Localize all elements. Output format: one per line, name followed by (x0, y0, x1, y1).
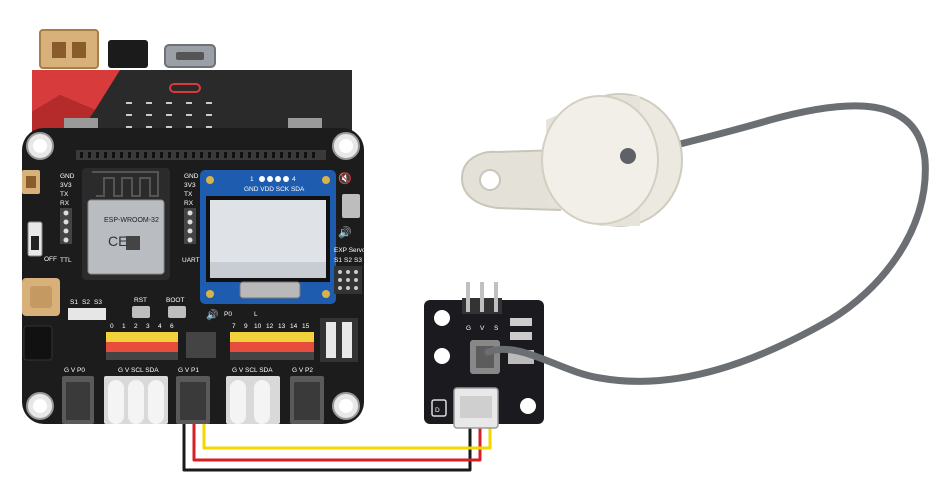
servo-header (334, 266, 362, 294)
pin-number: 4 (158, 323, 162, 330)
oled-pin-number: 4 (292, 176, 296, 183)
wire-power (192, 424, 482, 462)
left-header-label: GND (60, 173, 75, 180)
pin-number: 3 (146, 323, 150, 330)
left-header: GND 3V3 TX RX TTL (60, 173, 75, 264)
sensor-pin-label: S (494, 325, 499, 332)
pin-number: 0 (110, 323, 114, 330)
servo-pin: S3 (354, 257, 362, 264)
pin-number: 13 (278, 323, 286, 330)
pin-number: 15 (302, 323, 310, 330)
sensor-pin (466, 282, 470, 312)
right-header-label: GND (184, 173, 199, 180)
module-name: ESP-WROOM-32 (104, 217, 159, 224)
microbit-top (32, 70, 352, 132)
sensor-pin (494, 282, 498, 312)
left-header-label: RX (60, 200, 70, 207)
servo-pin: S1 (334, 257, 342, 264)
rst-label: RST (134, 297, 147, 304)
servo-pin: S2 (344, 257, 352, 264)
pin-number: 12 (266, 323, 274, 330)
off-label: OFF (44, 256, 57, 263)
microbit-button (108, 40, 148, 68)
speaker-icon: 🔊 (206, 308, 218, 321)
sensor-pin-label: V (480, 325, 485, 332)
sensor-pin (480, 282, 484, 312)
pin-number: 7 (232, 323, 236, 330)
uart-label: UART (182, 257, 200, 264)
speaker-icon: 🔊 (338, 225, 352, 239)
p0-label: P0 (224, 311, 232, 318)
pin-number: 6 (170, 323, 174, 330)
servo-title: EXP Servo (334, 247, 366, 254)
right-header-label: TX (184, 191, 193, 198)
port-label: G V SCL SDA (118, 367, 159, 374)
led-matrix (126, 102, 212, 128)
tact-switch (342, 194, 360, 218)
ttl-label: TTL (60, 257, 72, 264)
sensor-pin-label: G (466, 325, 471, 332)
jumper-wires (182, 424, 492, 472)
ce-mark: CE (108, 233, 127, 249)
sensor-mark: D (435, 407, 440, 414)
l-label: L (254, 311, 258, 318)
port-label: G V P0 (64, 367, 85, 374)
battery-connector (39, 29, 99, 69)
pin-number: 14 (290, 323, 298, 330)
pin-number: 9 (244, 323, 248, 330)
pin-number: 2 (134, 323, 138, 330)
audio-jack (23, 325, 53, 361)
pin-row-right: 7 9 10 12 13 14 15 (230, 323, 314, 360)
pin-number: 10 (254, 323, 262, 330)
oled-pin-number: 1 (250, 176, 254, 183)
mute-icon: 🔇 (338, 172, 352, 185)
port-label: G V SCL SDA (232, 367, 273, 374)
float-sensor-probe (460, 93, 683, 227)
left-header-label: 3V3 (60, 182, 72, 189)
right-header: GND 3V3 TX RX UART (182, 173, 200, 264)
oled-display: 1 4 GND VDD SCK SDA (200, 170, 336, 304)
sensor-module: G V S D (424, 282, 544, 429)
port-label: G V P2 (292, 367, 313, 374)
right-header-label: 3V3 (184, 182, 196, 189)
dip-switch (68, 308, 106, 320)
rst-button (132, 306, 150, 318)
wire-signal (202, 424, 492, 450)
switch-label: S2 (82, 299, 90, 306)
boot-button (168, 306, 186, 318)
switch-label: S3 (94, 299, 102, 306)
microbit-board: OFF GND 3V3 TX RX TTL ESP-WROOM-32 CE GN… (22, 29, 366, 424)
right-header-label: RX (184, 200, 194, 207)
pin-row-left: 0 1 2 3 4 6 (106, 323, 178, 360)
boot-label: BOOT (166, 297, 184, 304)
switch-label: S1 (70, 299, 78, 306)
probe-cable (484, 102, 929, 385)
pin-number: 1 (122, 323, 126, 330)
oled-pin-names: GND VDD SCK SDA (244, 186, 305, 193)
port-label: G V P1 (178, 367, 199, 374)
left-header-label: TX (60, 191, 69, 198)
